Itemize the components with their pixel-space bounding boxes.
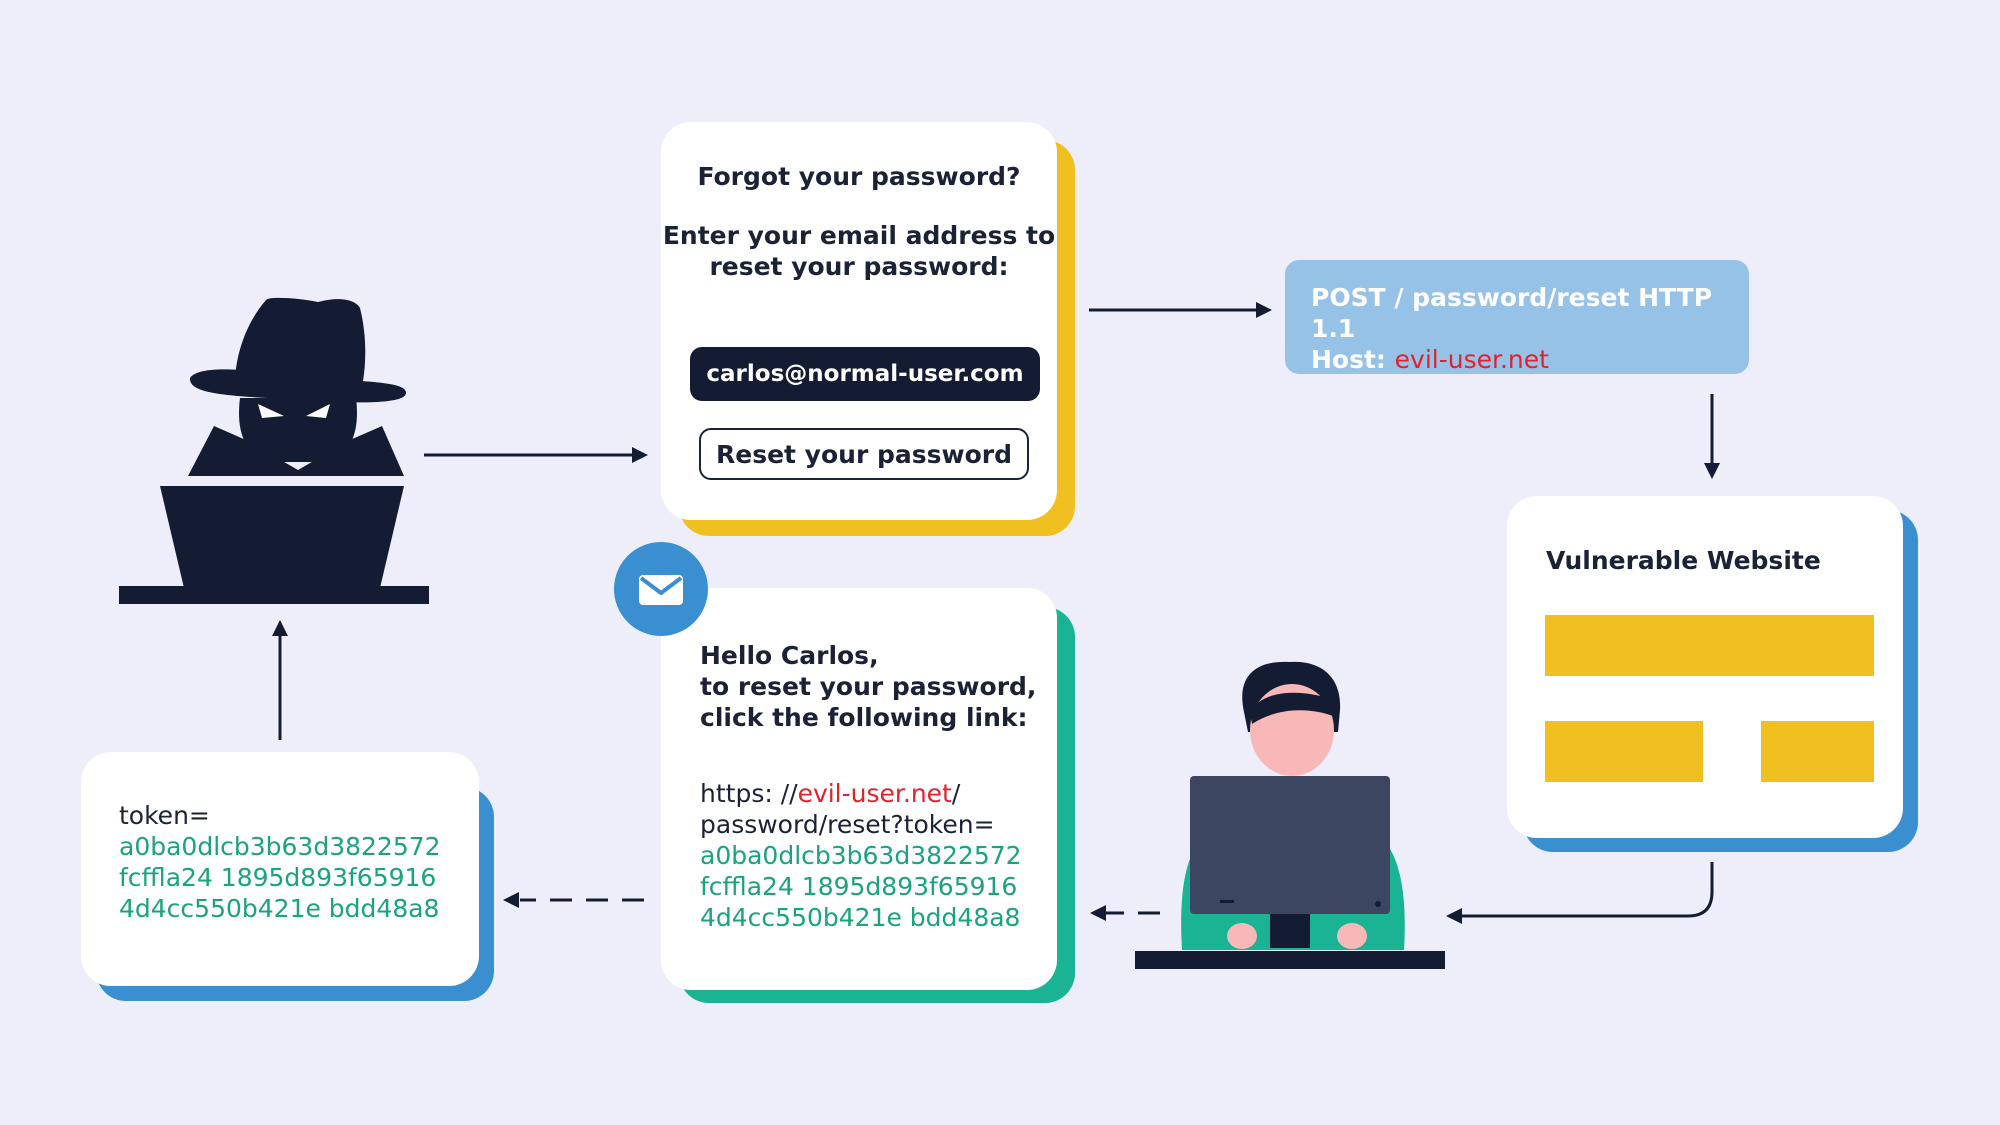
link-suffix: /: [951, 779, 961, 808]
content-block-wide: [1545, 615, 1874, 676]
stolen-token-card: token= a0ba0dlcb3b63d3822572 fcffla24 18…: [81, 752, 479, 986]
host-value: evil-user.net: [1394, 345, 1549, 374]
link-token-line: a0ba0dlcb3b63d3822572: [700, 841, 1022, 870]
user-at-computer-icon: [1135, 661, 1445, 969]
reset-link[interactable]: https: //evil-user.net/ password/reset?t…: [700, 778, 1022, 933]
hacker-at-laptop-icon: [119, 297, 429, 604]
link-token-line: 4d4cc550b421e bdd48a8: [700, 903, 1021, 932]
token-line: a0ba0dlcb3b63d3822572: [119, 832, 441, 861]
link-domain: evil-user.net: [797, 779, 952, 808]
flow-arrows: [272, 302, 1720, 924]
link-token-line: fcffla24 1895d893f65916: [700, 872, 1018, 901]
vulnerable-website-card: Vulnerable Website: [1507, 496, 1903, 838]
content-block-right: [1761, 721, 1874, 782]
email-greeting: Hello Carlos, to reset your password, cl…: [700, 640, 1036, 733]
token-line: 4d4cc550b421e bdd48a8: [119, 894, 440, 923]
vulnerable-website-title: Vulnerable Website: [1546, 546, 1821, 575]
arrow-site-to-user: [1458, 862, 1714, 918]
envelope-icon: [639, 575, 683, 605]
forgot-password-card: Forgot your password? Enter your email a…: [661, 122, 1057, 520]
email-field[interactable]: carlos@normal-user.com: [690, 347, 1040, 401]
host-label: Host:: [1311, 345, 1386, 374]
greeting-line: to reset your password,: [700, 672, 1037, 701]
request-host-line: Host: evil-user.net: [1311, 344, 1723, 375]
http-request-box: POST / password/reset HTTP 1.1 Host: evi…: [1285, 260, 1749, 374]
reset-password-button[interactable]: Reset your password: [699, 428, 1029, 480]
token-text: token= a0ba0dlcb3b63d3822572 fcffla24 18…: [119, 800, 441, 924]
token-label: token=: [119, 801, 210, 830]
forgot-title: Forgot your password?: [697, 162, 1021, 191]
request-line: POST / password/reset HTTP 1.1: [1311, 283, 1713, 343]
greeting-line: Hello Carlos,: [700, 641, 879, 670]
token-line: fcffla24 1895d893f65916: [119, 863, 437, 892]
reset-email-card: Hello Carlos, to reset your password, cl…: [661, 588, 1057, 990]
mail-badge: [614, 542, 708, 636]
content-block-left: [1545, 721, 1703, 782]
link-prefix: https: //: [700, 779, 798, 808]
forgot-instruction: Enter your email address to reset your p…: [662, 221, 1056, 281]
link-path: password/reset?token=: [700, 810, 995, 839]
link-url-line: https: //evil-user.net/: [700, 778, 1022, 809]
greeting-line: click the following link:: [700, 703, 1028, 732]
